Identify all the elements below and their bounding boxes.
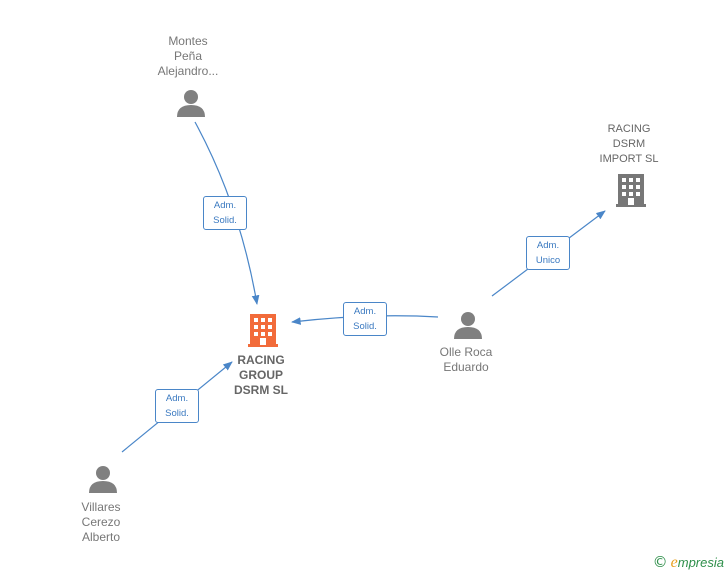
company-name-racing-group: RACING GROUP DSRM SL (234, 353, 288, 397)
company-node-racing-group[interactable]: RACING GROUP DSRM SL (216, 353, 306, 398)
company-name-racing-import: RACING DSRM IMPORT SL (599, 123, 659, 165)
relation-type: Solid. (213, 215, 237, 226)
person-icon (89, 466, 117, 493)
relation-role: Adm. (165, 393, 189, 404)
relation-tag-montes[interactable]: Adm. Solid. (203, 196, 247, 230)
person-name-olle: Olle Roca Eduardo (439, 345, 493, 374)
relation-tag-olle-import[interactable]: Adm. Unico (526, 236, 570, 270)
brand-first-letter: e (670, 554, 678, 571)
relation-tag-villares[interactable]: Adm. Solid. (155, 389, 199, 423)
empresia-logo[interactable]: ©empresia (653, 553, 724, 572)
building-icon (616, 174, 646, 207)
person-node-montes[interactable]: Montes Peña Alejandro... (143, 34, 233, 79)
relation-role: Adm. (353, 306, 377, 317)
relation-role: Adm. (536, 240, 560, 251)
person-icon (454, 312, 482, 339)
relation-type: Solid. (165, 408, 189, 419)
person-name-villares: Villares Cerezo Alberto (81, 500, 121, 544)
relation-role: Adm. (213, 200, 237, 211)
person-name-montes: Montes Peña Alejandro... (157, 34, 219, 78)
brand-name: mpresia (677, 555, 724, 570)
building-icon (248, 314, 278, 347)
person-icon (177, 90, 205, 117)
relation-type: Unico (535, 255, 561, 266)
person-node-villares[interactable]: Villares Cerezo Alberto (56, 500, 146, 545)
person-node-olle[interactable]: Olle Roca Eduardo (421, 345, 511, 375)
relation-tag-olle-group[interactable]: Adm. Solid. (343, 302, 387, 336)
company-node-racing-import[interactable]: RACING DSRM IMPORT SL (584, 122, 674, 167)
copyright-icon: © (652, 553, 668, 571)
relation-type: Solid. (353, 321, 377, 332)
